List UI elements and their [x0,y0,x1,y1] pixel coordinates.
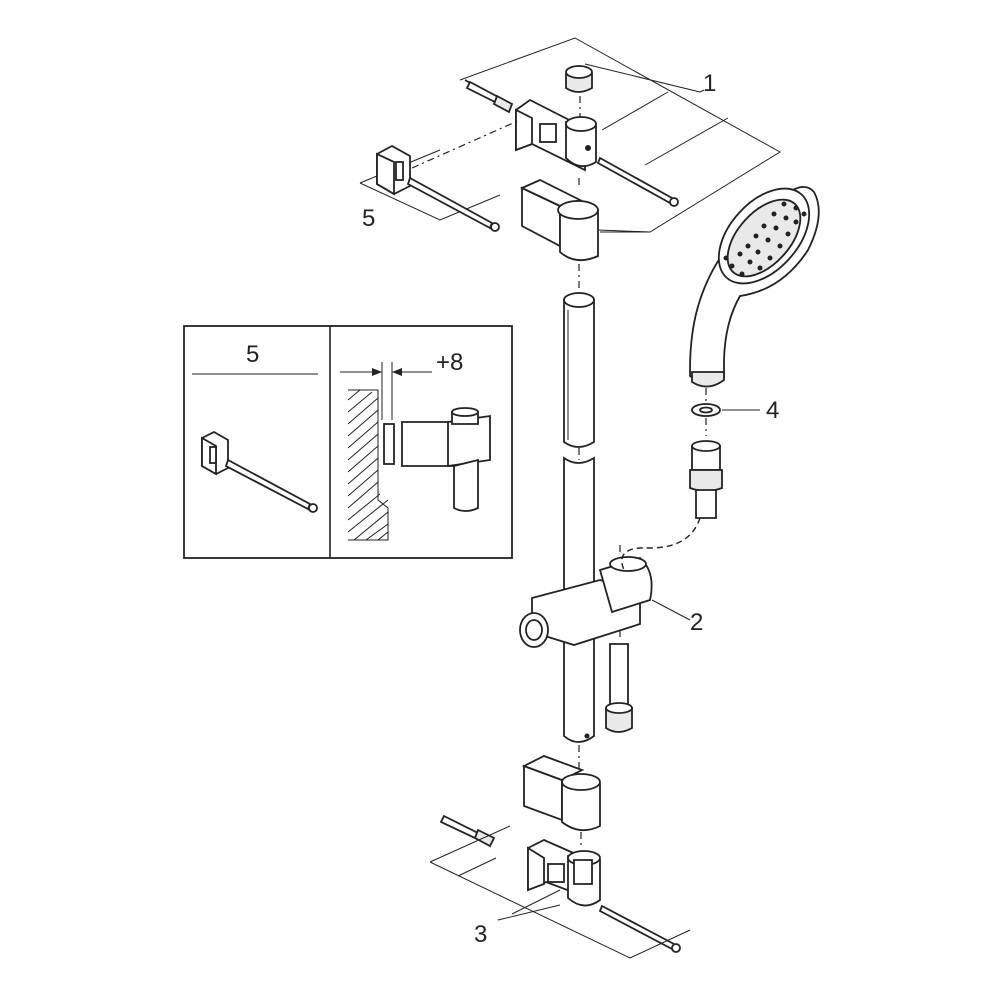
bottom-wall-bracket-icon [527,839,601,907]
top-bar-mount-icon [519,178,651,290]
callout-3-leader [429,825,691,959]
inset-anchor-plate-icon [201,430,318,513]
top-wall-bracket-icon [515,98,597,172]
top-screw-icon [464,79,514,114]
bottom-screw-icon [439,814,496,848]
washer-icon [691,388,760,436]
callout-3-label: 3 [474,921,487,948]
shower-rail-icon [563,292,595,770]
inset-wall-section [347,389,389,541]
callout-2-label: 2 [690,609,703,636]
inset-bracket-icon [383,407,491,512]
top-cap-icon [565,65,593,118]
bottom-long-screw-icon [598,904,681,953]
inset-left-label: 5 [246,341,259,368]
callout-4-label: 4 [766,397,779,424]
anchor-plate-icon [359,119,521,232]
slider-holder-icon [519,545,691,648]
hose-nut-icon [605,643,633,733]
top-long-screw-icon [596,156,679,207]
bottom-bar-mount-icon [521,755,601,848]
hose-icon [621,517,701,571]
callout-5-label: 5 [362,205,375,232]
hose-upper-end-icon [689,440,723,519]
hand-shower-icon [689,186,820,388]
inset-right-label: +8 [436,349,463,376]
callout-1-leader [459,37,781,233]
callout-1-label: 1 [703,70,716,97]
inset-dimension-arrows [340,362,432,420]
